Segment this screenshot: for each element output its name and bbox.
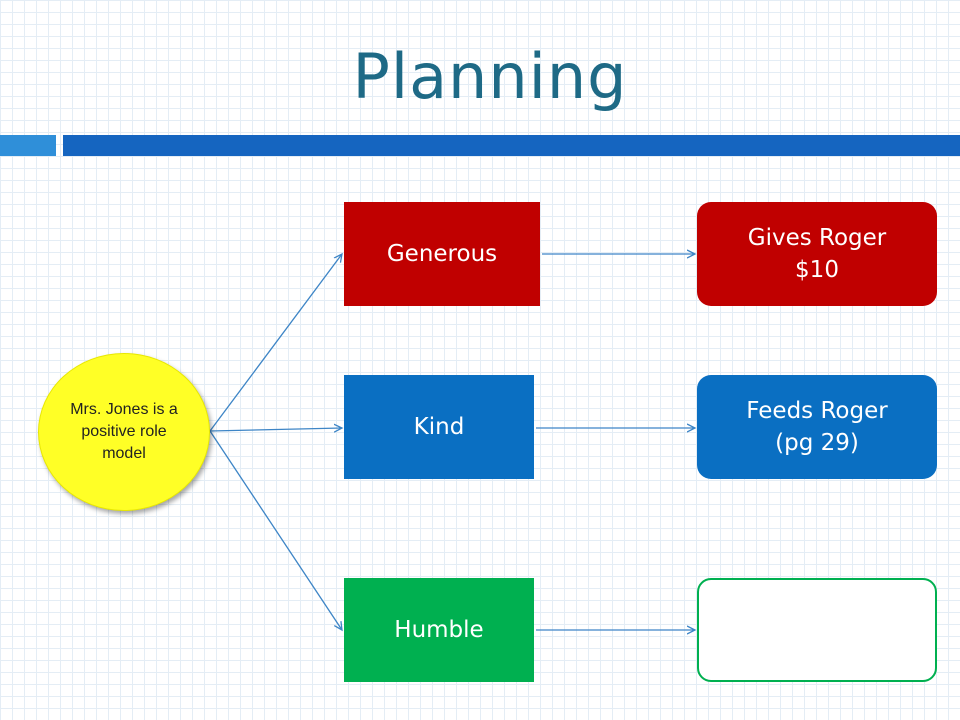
connector-root-generous — [209, 254, 342, 432]
evidence-generous-box: Gives Roger $10 — [697, 202, 937, 306]
trait-kind-label: Kind — [413, 414, 465, 440]
evidence-kind-line1: Feeds Roger — [746, 398, 888, 424]
root-node: Mrs. Jones is a positive role model — [38, 353, 210, 511]
connector-root-kind — [209, 428, 342, 431]
accent-bar-right — [63, 135, 960, 156]
accent-bar-left — [0, 135, 56, 156]
trait-kind-box: Kind — [344, 375, 534, 479]
root-node-label: Mrs. Jones is a positive role model — [70, 401, 178, 462]
evidence-generous-line1: Gives Roger — [747, 225, 887, 251]
evidence-kind-line2: (pg 29) — [775, 430, 859, 456]
evidence-humble-box — [697, 578, 937, 682]
trait-humble-box: Humble — [344, 578, 534, 682]
connector-root-humble — [209, 430, 342, 630]
evidence-kind-box: Feeds Roger (pg 29) — [697, 375, 937, 479]
trait-humble-label: Humble — [394, 617, 484, 643]
trait-generous-label: Generous — [386, 241, 498, 267]
slide-title: Planning — [352, 40, 628, 113]
trait-generous-box: Generous — [344, 202, 540, 306]
evidence-generous-line2: $10 — [795, 257, 839, 283]
